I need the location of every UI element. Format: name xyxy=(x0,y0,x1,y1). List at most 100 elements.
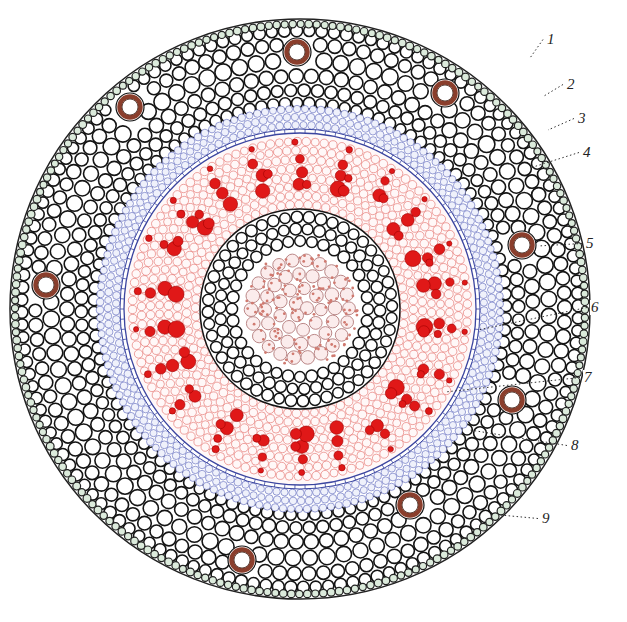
inner-cortex-cell xyxy=(131,193,138,200)
stele-cell xyxy=(294,191,302,199)
stele-cell xyxy=(368,392,377,401)
epidermis-cell xyxy=(428,52,436,60)
inner-cortex-cell xyxy=(120,253,127,260)
inner-cortex-cell xyxy=(494,276,502,284)
stele-cell xyxy=(398,195,406,203)
inner-cortex-cell xyxy=(482,230,490,238)
cortex-cell xyxy=(412,119,425,132)
inner-cortex-cell xyxy=(270,107,277,114)
cortex-cell xyxy=(99,431,112,444)
epidermis-cell xyxy=(559,415,567,423)
epidermis-cell xyxy=(20,233,28,241)
inner-cortex-cell xyxy=(485,371,493,379)
stele-cell xyxy=(433,226,442,235)
inner-cortex-cell xyxy=(473,252,480,259)
inner-cortex-cell xyxy=(266,495,274,503)
epidermis-cell xyxy=(69,133,77,141)
inner-cortex-cell xyxy=(458,408,465,415)
inner-cortex-cell xyxy=(214,132,221,139)
cortex-cell xyxy=(106,190,119,203)
cortex-cell xyxy=(494,475,507,488)
epidermis-cell xyxy=(560,197,568,205)
epidermis-cell xyxy=(112,523,119,530)
stele-cell xyxy=(175,217,184,226)
inner-cortex-cell xyxy=(147,412,154,419)
cortex-cell xyxy=(274,70,287,83)
epidermis xyxy=(11,20,588,598)
cortex-cell xyxy=(492,127,506,141)
stele-cell xyxy=(243,175,251,183)
epidermis-cell xyxy=(570,385,577,392)
inner-cortex-cell xyxy=(234,478,242,486)
stele-cell xyxy=(190,243,199,252)
stele-cell xyxy=(434,361,442,369)
cortex-cell xyxy=(75,292,88,305)
stele-cell xyxy=(152,266,160,274)
cortex-cell xyxy=(500,163,516,179)
inner-cortex-cell xyxy=(480,299,487,306)
stele-cell xyxy=(406,279,414,287)
inner-cortex-cell xyxy=(479,386,486,393)
inner-cortex-cell xyxy=(478,331,486,339)
inner-cortex-cell xyxy=(118,261,125,268)
stele-cell xyxy=(210,392,218,400)
stele-cell xyxy=(193,197,201,205)
cortex-cell xyxy=(182,115,195,128)
inner-cortex-cell xyxy=(307,113,315,121)
stele-cell xyxy=(313,165,322,174)
inner-cortex-cell xyxy=(433,451,441,459)
inner-cortex-cell xyxy=(268,124,275,131)
epidermis-cell xyxy=(553,182,560,189)
cortex-cell xyxy=(439,523,453,537)
epidermis-cell xyxy=(172,562,180,570)
cortex-cell xyxy=(89,226,102,239)
stele-cell xyxy=(266,415,274,423)
inner-cortex-cell xyxy=(496,300,503,307)
stele-cell xyxy=(161,345,169,353)
inner-cortex-cell xyxy=(483,350,491,358)
cortex-cell xyxy=(483,437,497,451)
epidermis-cell xyxy=(217,579,224,586)
cortex-cell xyxy=(479,186,491,198)
cortex-cell xyxy=(434,135,446,147)
stele-cell xyxy=(413,342,421,350)
cortex-cell xyxy=(503,464,516,477)
cortex-cell xyxy=(381,503,393,515)
cortex-cell xyxy=(556,330,570,344)
stele-cell xyxy=(243,454,252,463)
stele-cell xyxy=(322,461,331,470)
inner-cortex-cell xyxy=(132,223,139,230)
stele-cell xyxy=(370,165,378,173)
cortex-cell xyxy=(353,543,368,558)
epidermis-cell xyxy=(158,555,165,562)
epidermis-cell xyxy=(359,583,366,590)
inner-cortex-cell xyxy=(289,497,297,505)
inner-cortex-cell xyxy=(116,268,124,276)
inner-cortex-cell xyxy=(113,316,121,324)
inner-cortex-cell xyxy=(174,157,182,165)
stele-cell xyxy=(197,248,206,257)
inner-cortex-cell xyxy=(242,481,249,488)
epidermis-cell xyxy=(27,399,35,407)
stele-cell xyxy=(317,157,326,166)
inner-cortex-cell xyxy=(115,339,123,347)
cortex-cell xyxy=(558,315,572,329)
cortex-cell xyxy=(411,65,425,79)
cortex-cell xyxy=(91,187,105,201)
stele-cell xyxy=(364,182,373,191)
stele-cell xyxy=(182,300,190,308)
stele-cell xyxy=(345,427,354,436)
inner-cortex-cell xyxy=(114,284,122,292)
inner-cortex-cell xyxy=(292,121,300,129)
stele-cell xyxy=(159,225,168,234)
epidermis-cell xyxy=(113,87,121,95)
stele-cell xyxy=(292,146,300,154)
epidermis-cell xyxy=(304,590,312,598)
stele-cell xyxy=(188,408,197,417)
stele-cell xyxy=(154,257,162,265)
cortex-cell xyxy=(525,325,539,339)
inner-cortex-cell xyxy=(120,399,127,406)
inner-cortex-cell xyxy=(279,505,286,512)
epidermis-cell xyxy=(427,559,434,566)
inner-cortex-cell xyxy=(384,134,392,142)
